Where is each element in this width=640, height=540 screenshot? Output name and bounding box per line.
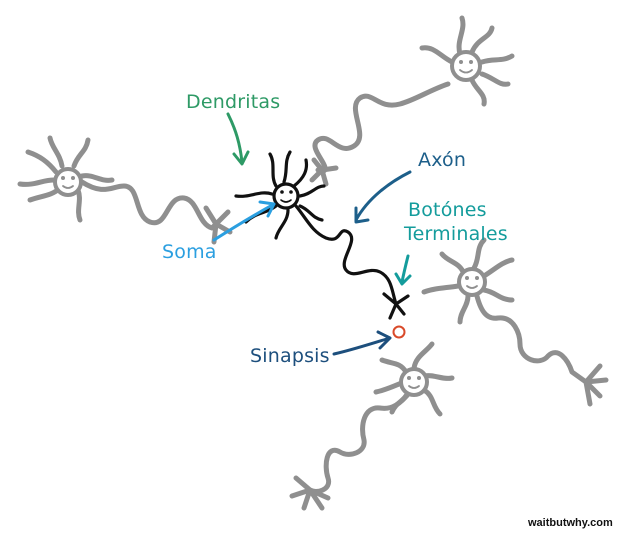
soma-label: Soma: [162, 241, 217, 263]
axon-terminal-buttons: [382, 292, 410, 320]
neuron-bottom: [289, 341, 455, 511]
axon-arrow: [354, 170, 412, 224]
neuron-bottom-axon: [307, 389, 413, 494]
synapse-label: Sinapsis: [250, 345, 330, 367]
source-credit: waitbutwhy.com: [527, 517, 613, 529]
terminal-buttons-arrow: [394, 254, 412, 286]
neuron-bottom-axon-terminals: [289, 475, 331, 511]
neuron-top-right-dendrites: [419, 15, 515, 107]
neuron-right-axon-terminals: [583, 363, 609, 407]
synapse-arrow: [332, 330, 392, 356]
terminal-buttons-label-line1: Botónes: [408, 199, 487, 221]
soma-arrow: [212, 200, 276, 242]
neuron-right-axon: [473, 289, 589, 385]
neuron-left-axon-terminals: [203, 205, 233, 245]
neuron-top-right-axon-terminals: [309, 157, 339, 187]
neuron-left-axon: [79, 179, 219, 231]
neuron-top-right: [309, 15, 515, 187]
main-neuron: [234, 150, 410, 320]
neuron-left-dendrites: [17, 135, 115, 223]
neuron-bottom-dendrites: [373, 341, 455, 417]
main-neuron-axon: [294, 204, 398, 306]
synapse-marker: [392, 325, 406, 339]
dendrites-label: Dendritas: [186, 91, 280, 113]
axon-label: Axón: [418, 149, 466, 171]
dendrites-arrow: [226, 112, 250, 166]
neuron-right: [421, 237, 609, 407]
neuron-right-dendrites: [421, 237, 515, 325]
neuron-left: [17, 135, 233, 245]
neuron-top-right-axon: [312, 81, 451, 175]
main-neuron-dendrites: [234, 150, 326, 240]
terminal-buttons-label-line2: Terminales: [403, 223, 508, 245]
